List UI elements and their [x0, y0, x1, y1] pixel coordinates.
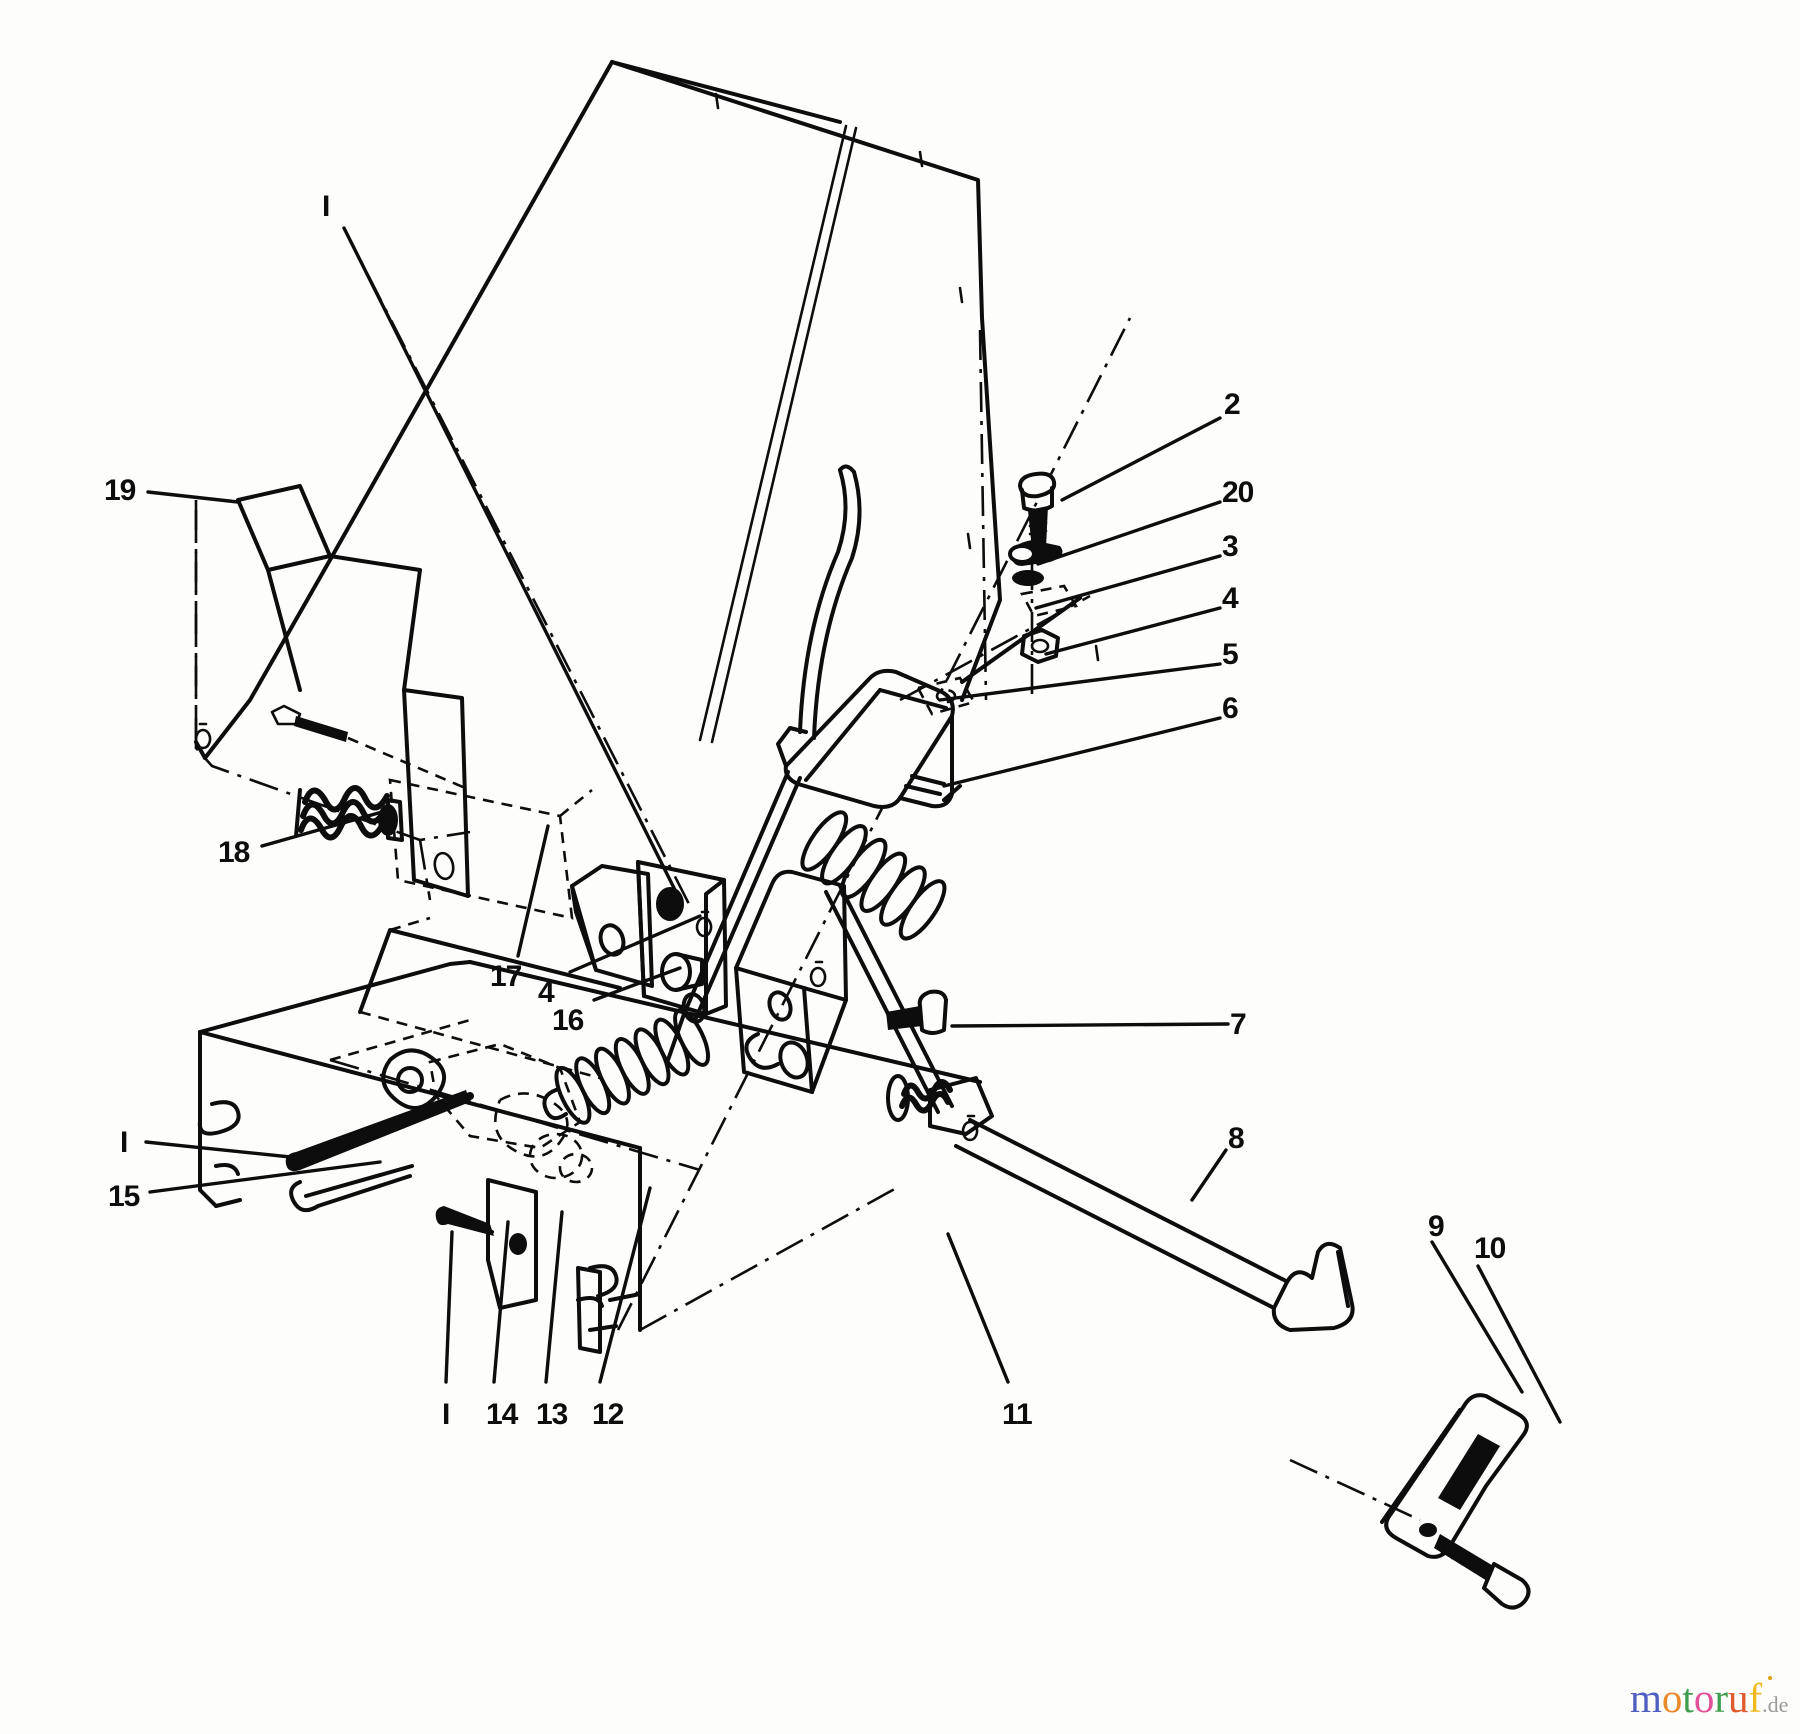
part-16-extension-spring: [542, 1008, 711, 1125]
callout-number-c19: 19: [104, 474, 136, 507]
callout-leaders: [144, 226, 1562, 1424]
callout-number-c6: 6: [1222, 692, 1239, 725]
callout-leader-I: [144, 1140, 302, 1160]
callout-number-c8: 8: [1228, 1122, 1245, 1155]
watermark-letter-6: f: [1748, 1675, 1763, 1721]
watermark-dot-accent: [1768, 1676, 1772, 1680]
callout-leader-14: [492, 1220, 510, 1384]
watermark-letter-4: r: [1714, 1675, 1728, 1721]
motoruf-watermark: motoruf.de: [1630, 1678, 1788, 1719]
callout-number-c16: 16: [552, 1004, 584, 1037]
left-mount-bracket: [402, 688, 470, 898]
watermark-letter-1: o: [1661, 1675, 1683, 1721]
callout-leader-18: [260, 810, 384, 848]
handle-bail-rod: [798, 464, 862, 740]
callout-leader-4: [568, 914, 702, 974]
part-5-lever-grip: [776, 668, 955, 809]
upper-mount-tab: [899, 560, 1091, 716]
callout-leader-10: [1476, 1264, 1562, 1424]
part-11-pivot-rod: [744, 884, 954, 1114]
callout-leader-2: [1060, 416, 1222, 502]
watermark-letter-5: u: [1727, 1675, 1749, 1721]
callout-leader-12: [598, 1186, 652, 1384]
callout-number-c4-right: 4: [1222, 582, 1239, 615]
callout-number-c1-left: I: [120, 1126, 128, 1159]
part-6-compression-spring: [800, 784, 962, 941]
part-3-lock-washer: [1012, 570, 1044, 586]
part-20-washer-flat: [1008, 540, 1063, 566]
callout-leader-3: [1034, 554, 1222, 610]
callout-leader-5: [938, 662, 1222, 702]
callout-number-c2: 2: [1224, 388, 1241, 421]
callout-number-c20: 20: [1222, 476, 1254, 509]
callout-number-c10: 10: [1474, 1232, 1506, 1265]
callout-number-c1-bottom: I: [442, 1398, 450, 1431]
part-7-hex-screw: [886, 989, 948, 1035]
callout-leader-8: [1190, 1148, 1228, 1202]
callout-leader-9: [1430, 1240, 1524, 1394]
callout-leader-13: [544, 1210, 564, 1384]
callout-leader-4: [1044, 606, 1222, 656]
callout-number-c12: 12: [592, 1398, 624, 1431]
callout-leader-20: [1036, 500, 1222, 566]
callout-number-c11: 11: [1002, 1398, 1033, 1431]
callout-number-c18: 18: [218, 836, 250, 869]
callout-number-c13: 13: [536, 1398, 568, 1431]
callout-number-c1-top: I: [322, 190, 330, 223]
callout-leader-19: [146, 490, 240, 504]
part-2-carriage-bolt: [1018, 471, 1057, 550]
watermark-suffix: .de: [1762, 1692, 1789, 1717]
deck-phantom-lines: [329, 1018, 901, 1332]
callout-leader-I: [342, 226, 682, 902]
chute-deflector-panel: [194, 60, 1002, 760]
callout-leader-7: [950, 1022, 1230, 1028]
watermark-letter-0: m: [1630, 1675, 1662, 1721]
callout-number-c5: 5: [1222, 638, 1239, 671]
callout-number-c3: 3: [1222, 530, 1239, 563]
left-housing-phantom: [194, 500, 593, 920]
part-9-clamp-bracket: [1289, 1393, 1529, 1559]
left-panel-screw: [270, 704, 471, 792]
panel-reference-marks: [714, 92, 1100, 662]
callout-number-c17: 17: [490, 960, 522, 993]
callout-leader-16: [592, 966, 682, 1002]
callout-number-c15: 15: [108, 1180, 140, 1213]
center-bracket-assembly: [570, 860, 848, 1094]
callout-leader-15: [148, 1160, 382, 1194]
callout-leader-17: [516, 824, 550, 958]
callout-number-c4-mid: 4: [538, 976, 555, 1009]
callout-leader-11: [946, 1232, 1010, 1384]
callout-leader-I: [444, 1230, 454, 1384]
part-19-deflector-shield: [236, 484, 422, 692]
callout-leader-6: [942, 716, 1222, 788]
deck-frame-box: [197, 916, 982, 1332]
lower-left-linkage: [285, 1042, 604, 1354]
callout-number-c14: 14: [486, 1398, 518, 1431]
part-8-control-rod: [886, 1074, 1355, 1332]
watermark-letter-2: t: [1682, 1675, 1694, 1721]
watermark-letter-3: o: [1693, 1675, 1715, 1721]
part-18-spring-and-shaft: [294, 785, 404, 842]
callout-number-c9: 9: [1428, 1210, 1445, 1243]
part-10-pan-screw: [1434, 1534, 1531, 1610]
center-pivot-pin: [660, 952, 704, 992]
callout-number-c7: 7: [1230, 1008, 1247, 1041]
